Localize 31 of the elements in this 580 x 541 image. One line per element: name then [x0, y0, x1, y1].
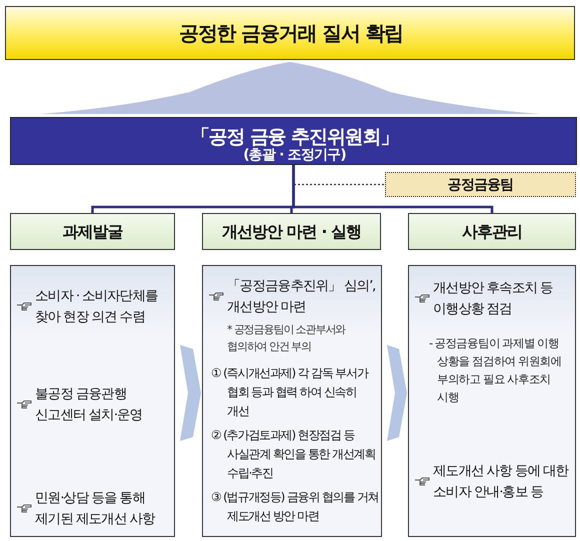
team-name: 공정금융팀	[446, 176, 514, 194]
content-panel	[408, 265, 576, 537]
numbered-item: ② (추가검토과제) 현장점검 등 사실관계 확인을 통한 개선계획 수립·추진	[211, 427, 376, 482]
chevron-arrow	[180, 345, 201, 441]
committee-box	[10, 117, 577, 165]
title-text: 공정한 금융거래 질서 확립	[178, 20, 404, 47]
stage-title: 사후관리	[460, 222, 524, 243]
bullet-text: 민원·상담 등을 통해 제기된 제도개선 사항	[35, 489, 156, 529]
team-box	[385, 172, 576, 197]
content-panel	[10, 265, 175, 537]
bullet-text: 제도개선 사항 등에 대한 소비자 안내·홍보 등	[433, 462, 570, 502]
bullet-text: 「공정금융추진위」 심의’, 개선방안 마련	[227, 277, 376, 317]
connector-line	[292, 165, 494, 213]
note-text: - 공정금융팀이 과제별 이행 상황을 점검하여 위원회에 부의하고 필요 사후조치 시행	[429, 335, 562, 406]
stage-title: 과제발굴	[61, 222, 124, 243]
note-text: * 공정금융팀이 소관부서와 협의하여 안건 부의	[227, 322, 347, 355]
stage-header	[408, 213, 576, 250]
title-banner	[5, 6, 575, 60]
upward-arrow	[40, 62, 540, 114]
numbered-item: ① (즉시개선과제) 각 감독 부서가 협회 등과 협력 하여 신속히 개선	[211, 365, 370, 420]
content-panel	[202, 265, 382, 537]
stage-header	[10, 213, 175, 250]
numbered-item: ③ (법규개정등) 금융위 협의를 거쳐 제도개선 방안 마련	[211, 489, 379, 525]
chevron-arrow	[387, 345, 407, 441]
stage-header	[202, 213, 381, 250]
committee-name: 「공정 금융 추진위원회」	[190, 125, 400, 148]
bullet-text: 불공정 금융관행 신고센터 설치·운영	[35, 385, 144, 425]
bullet-text: 소비자 · 소비자단체를 찾아 현장 의견 수렴	[35, 287, 159, 327]
stage-title: 개선방안 마련 · 실행	[220, 222, 362, 243]
bullet-text: 개선방안 후속조치 등 이행상황 점검	[433, 279, 554, 319]
committee-role: (총괄 · 조정기구)	[242, 146, 347, 164]
